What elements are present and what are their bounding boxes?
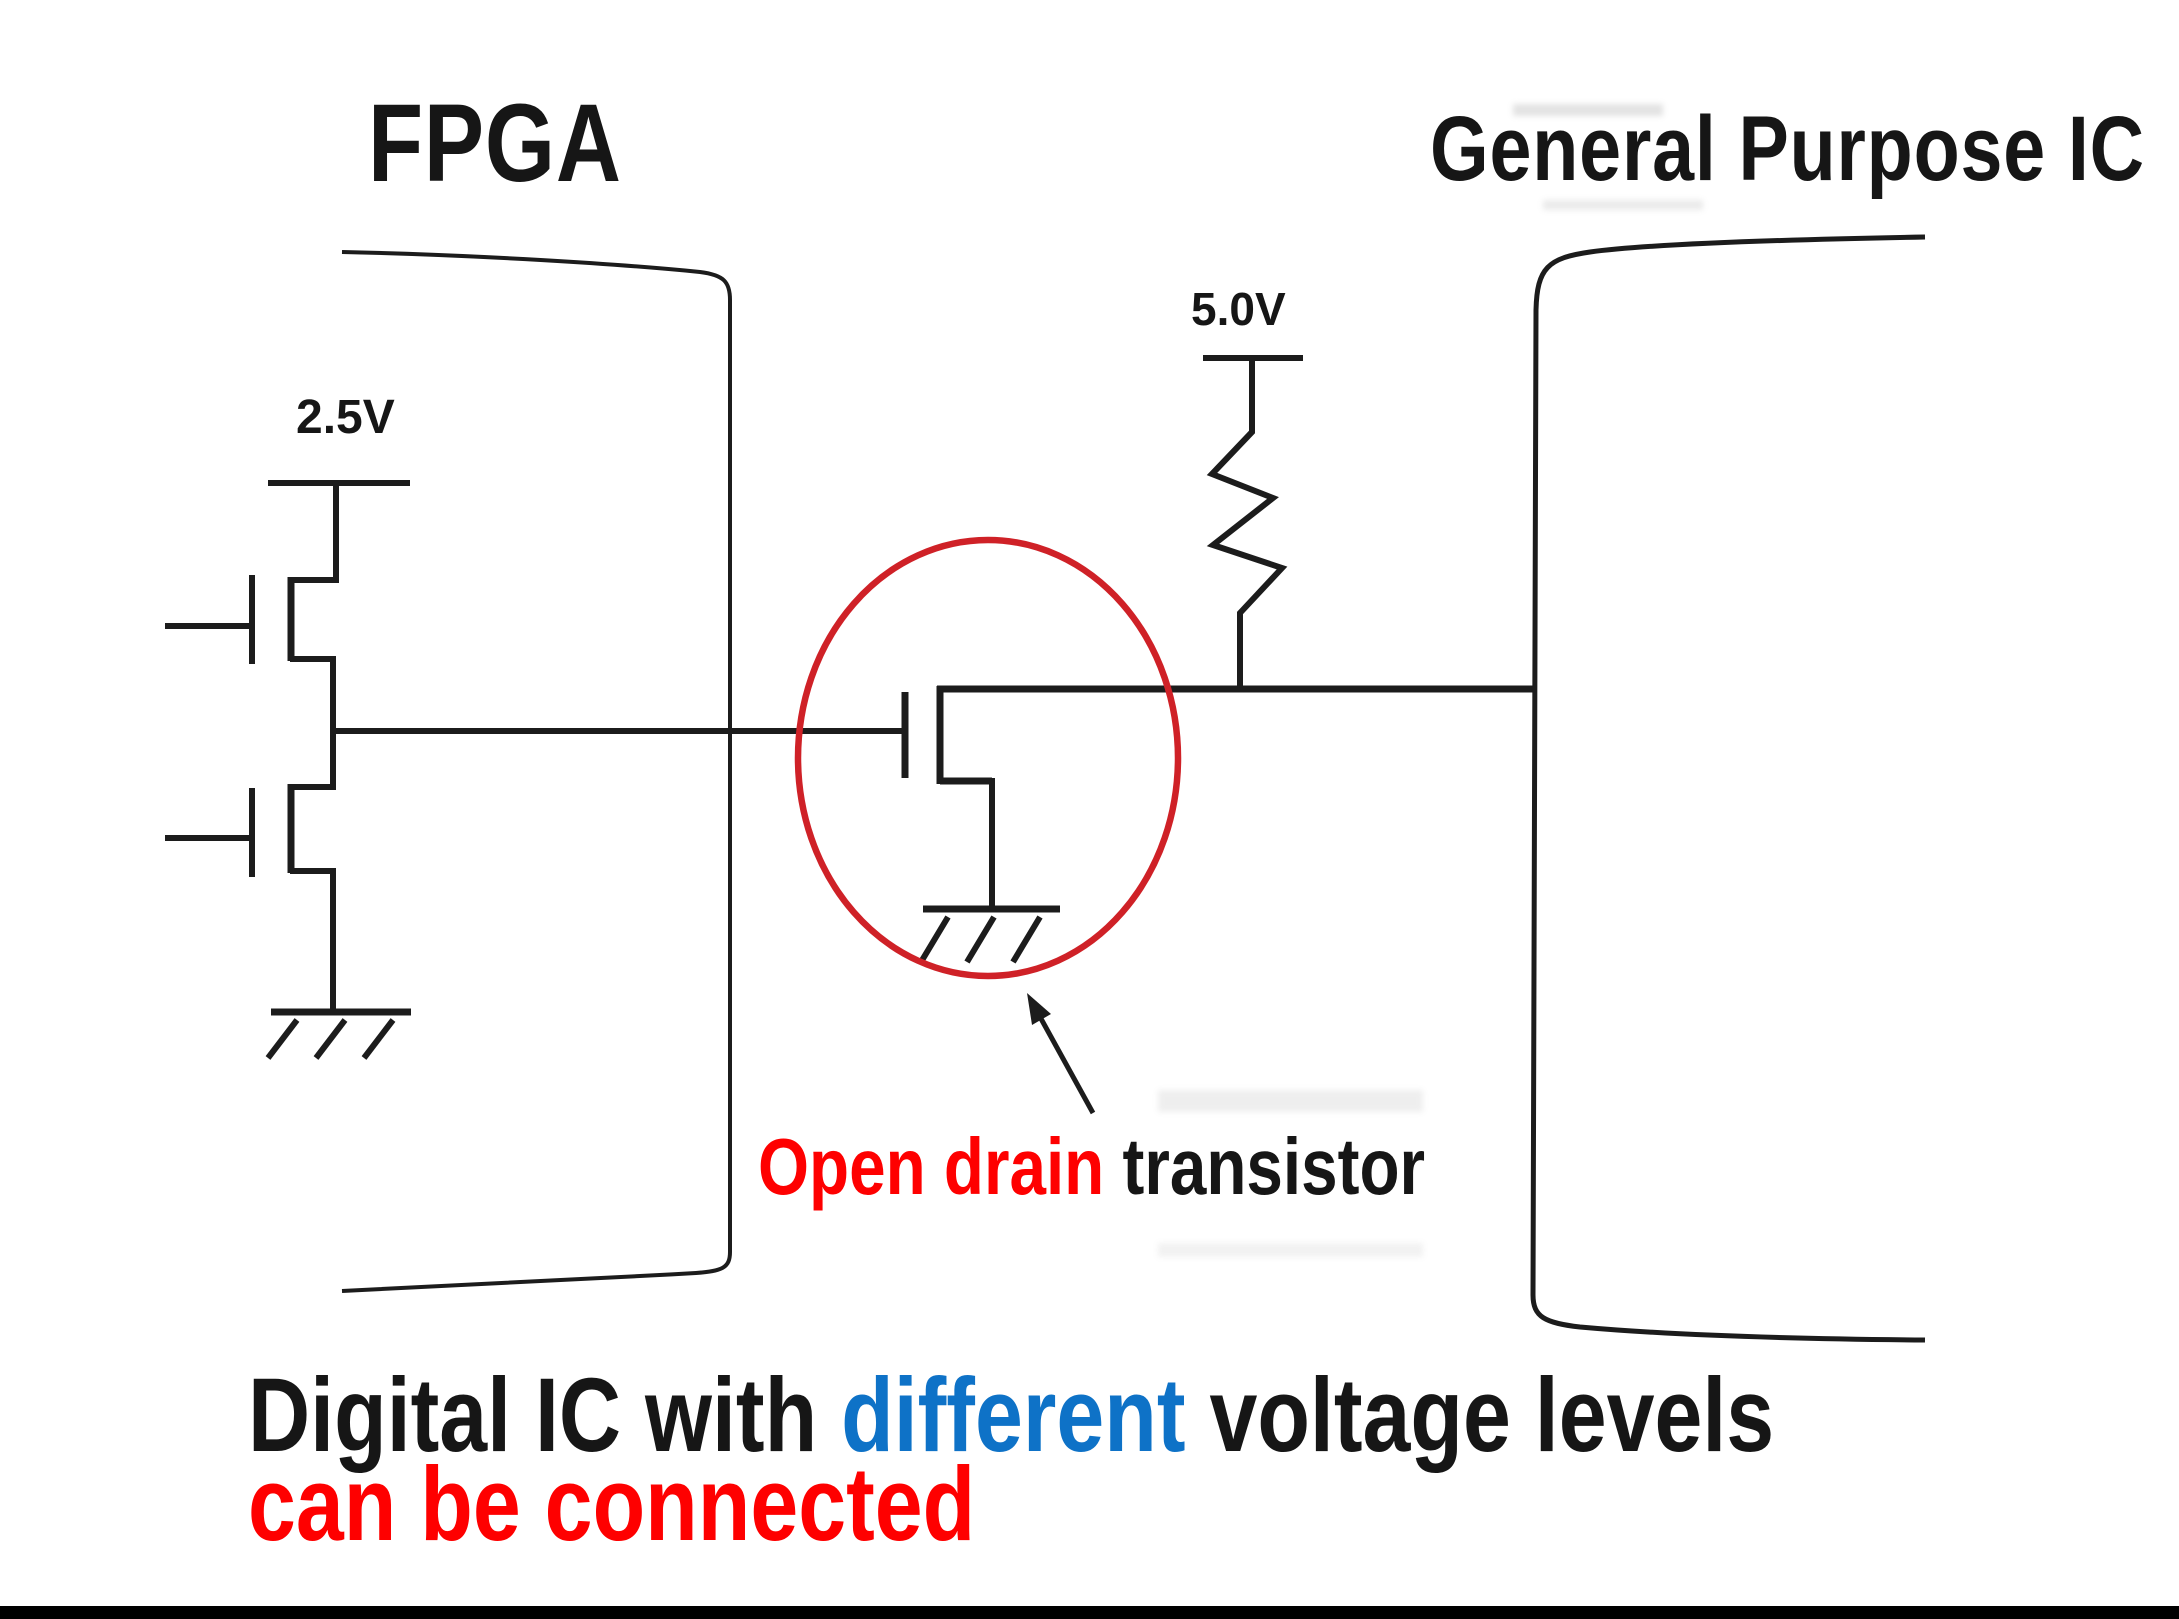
fpga-title: FPGA	[368, 89, 678, 199]
supply-voltage-label-5v: 5.0V	[1191, 283, 1286, 335]
pullup-resistor	[1203, 355, 1303, 689]
open-drain-annotation: Open drain transistor	[758, 1127, 1571, 1207]
open-drain-transistor-symbol	[901, 686, 995, 909]
annotation-arrow	[1027, 993, 1096, 1115]
bottom-bar	[0, 1606, 2179, 1619]
erasure-artifact	[1158, 1090, 1423, 1112]
erasure-artifact	[1513, 104, 1663, 116]
caption-line1-part1: Digital IC with	[248, 1357, 842, 1474]
caption-line2-text: can be connected	[248, 1446, 976, 1563]
fpga-title-text: FPGA	[368, 82, 622, 205]
fpga-box	[341, 250, 732, 1293]
open-drain-annotation-rest: transistor	[1104, 1122, 1426, 1211]
caption-line-2: can be connected	[248, 1452, 1135, 1557]
ground-symbol-fpga	[265, 1008, 411, 1060]
ground-symbol-open-drain	[918, 905, 1060, 964]
general-purpose-ic-title: General Purpose IC	[1430, 103, 2179, 195]
general-purpose-ic-title-text: General Purpose IC	[1430, 98, 2145, 200]
red-highlight-ellipse	[794, 536, 1182, 980]
open-drain-annotation-highlight: Open drain	[758, 1122, 1105, 1211]
caption-line-1: Digital IC with different voltage levels	[248, 1363, 2109, 1468]
caption-line1-highlight: different	[841, 1357, 1186, 1474]
supply-voltage-label-2v5: 2.5V	[296, 391, 395, 444]
caption-line1-part2: voltage levels	[1185, 1357, 1775, 1474]
nmos-transistor-symbol	[165, 659, 336, 1012]
pmos-transistor-symbol	[165, 575, 339, 664]
supply-rail-2v5	[268, 480, 410, 580]
erasure-artifact	[1158, 1243, 1423, 1257]
erasure-artifact	[1543, 200, 1703, 210]
general-purpose-ic-box	[1530, 234, 1926, 1343]
